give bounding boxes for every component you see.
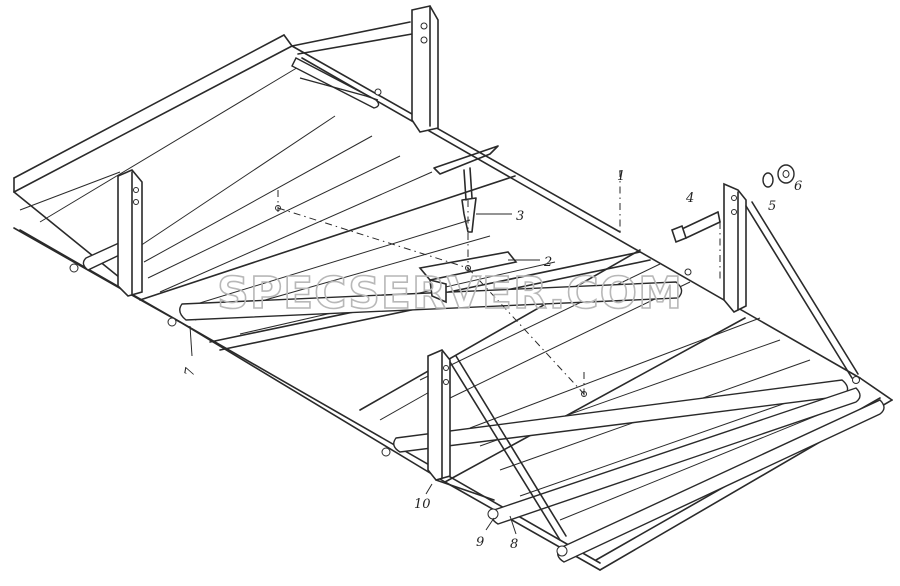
callout-2: 2 xyxy=(543,255,552,270)
callout-3: 3 xyxy=(516,209,524,224)
callout-7: 7 xyxy=(182,366,198,377)
callout-5: 5 xyxy=(768,199,776,214)
center-lines xyxy=(277,170,721,396)
frame-bolts xyxy=(69,88,860,557)
upright-posts xyxy=(117,5,747,481)
callout-6: 6 xyxy=(794,179,802,194)
rollers xyxy=(82,57,885,563)
exploded-fasteners xyxy=(671,164,795,244)
callout-10: 10 xyxy=(414,497,431,512)
callout-4: 4 xyxy=(685,191,694,206)
leader-lines xyxy=(189,213,540,535)
floor-slats-left xyxy=(19,65,433,293)
floor-slats-center xyxy=(189,219,861,521)
callout-labels: 1 2 3 4 5 6 7 8 9 10 xyxy=(182,169,802,552)
diagonal-braces xyxy=(435,201,859,541)
watermark-text: SPECSERVER.COM xyxy=(217,268,683,319)
callout-9: 9 xyxy=(476,535,484,550)
callout-1: 1 xyxy=(617,169,625,184)
callout-8: 8 xyxy=(510,537,518,552)
